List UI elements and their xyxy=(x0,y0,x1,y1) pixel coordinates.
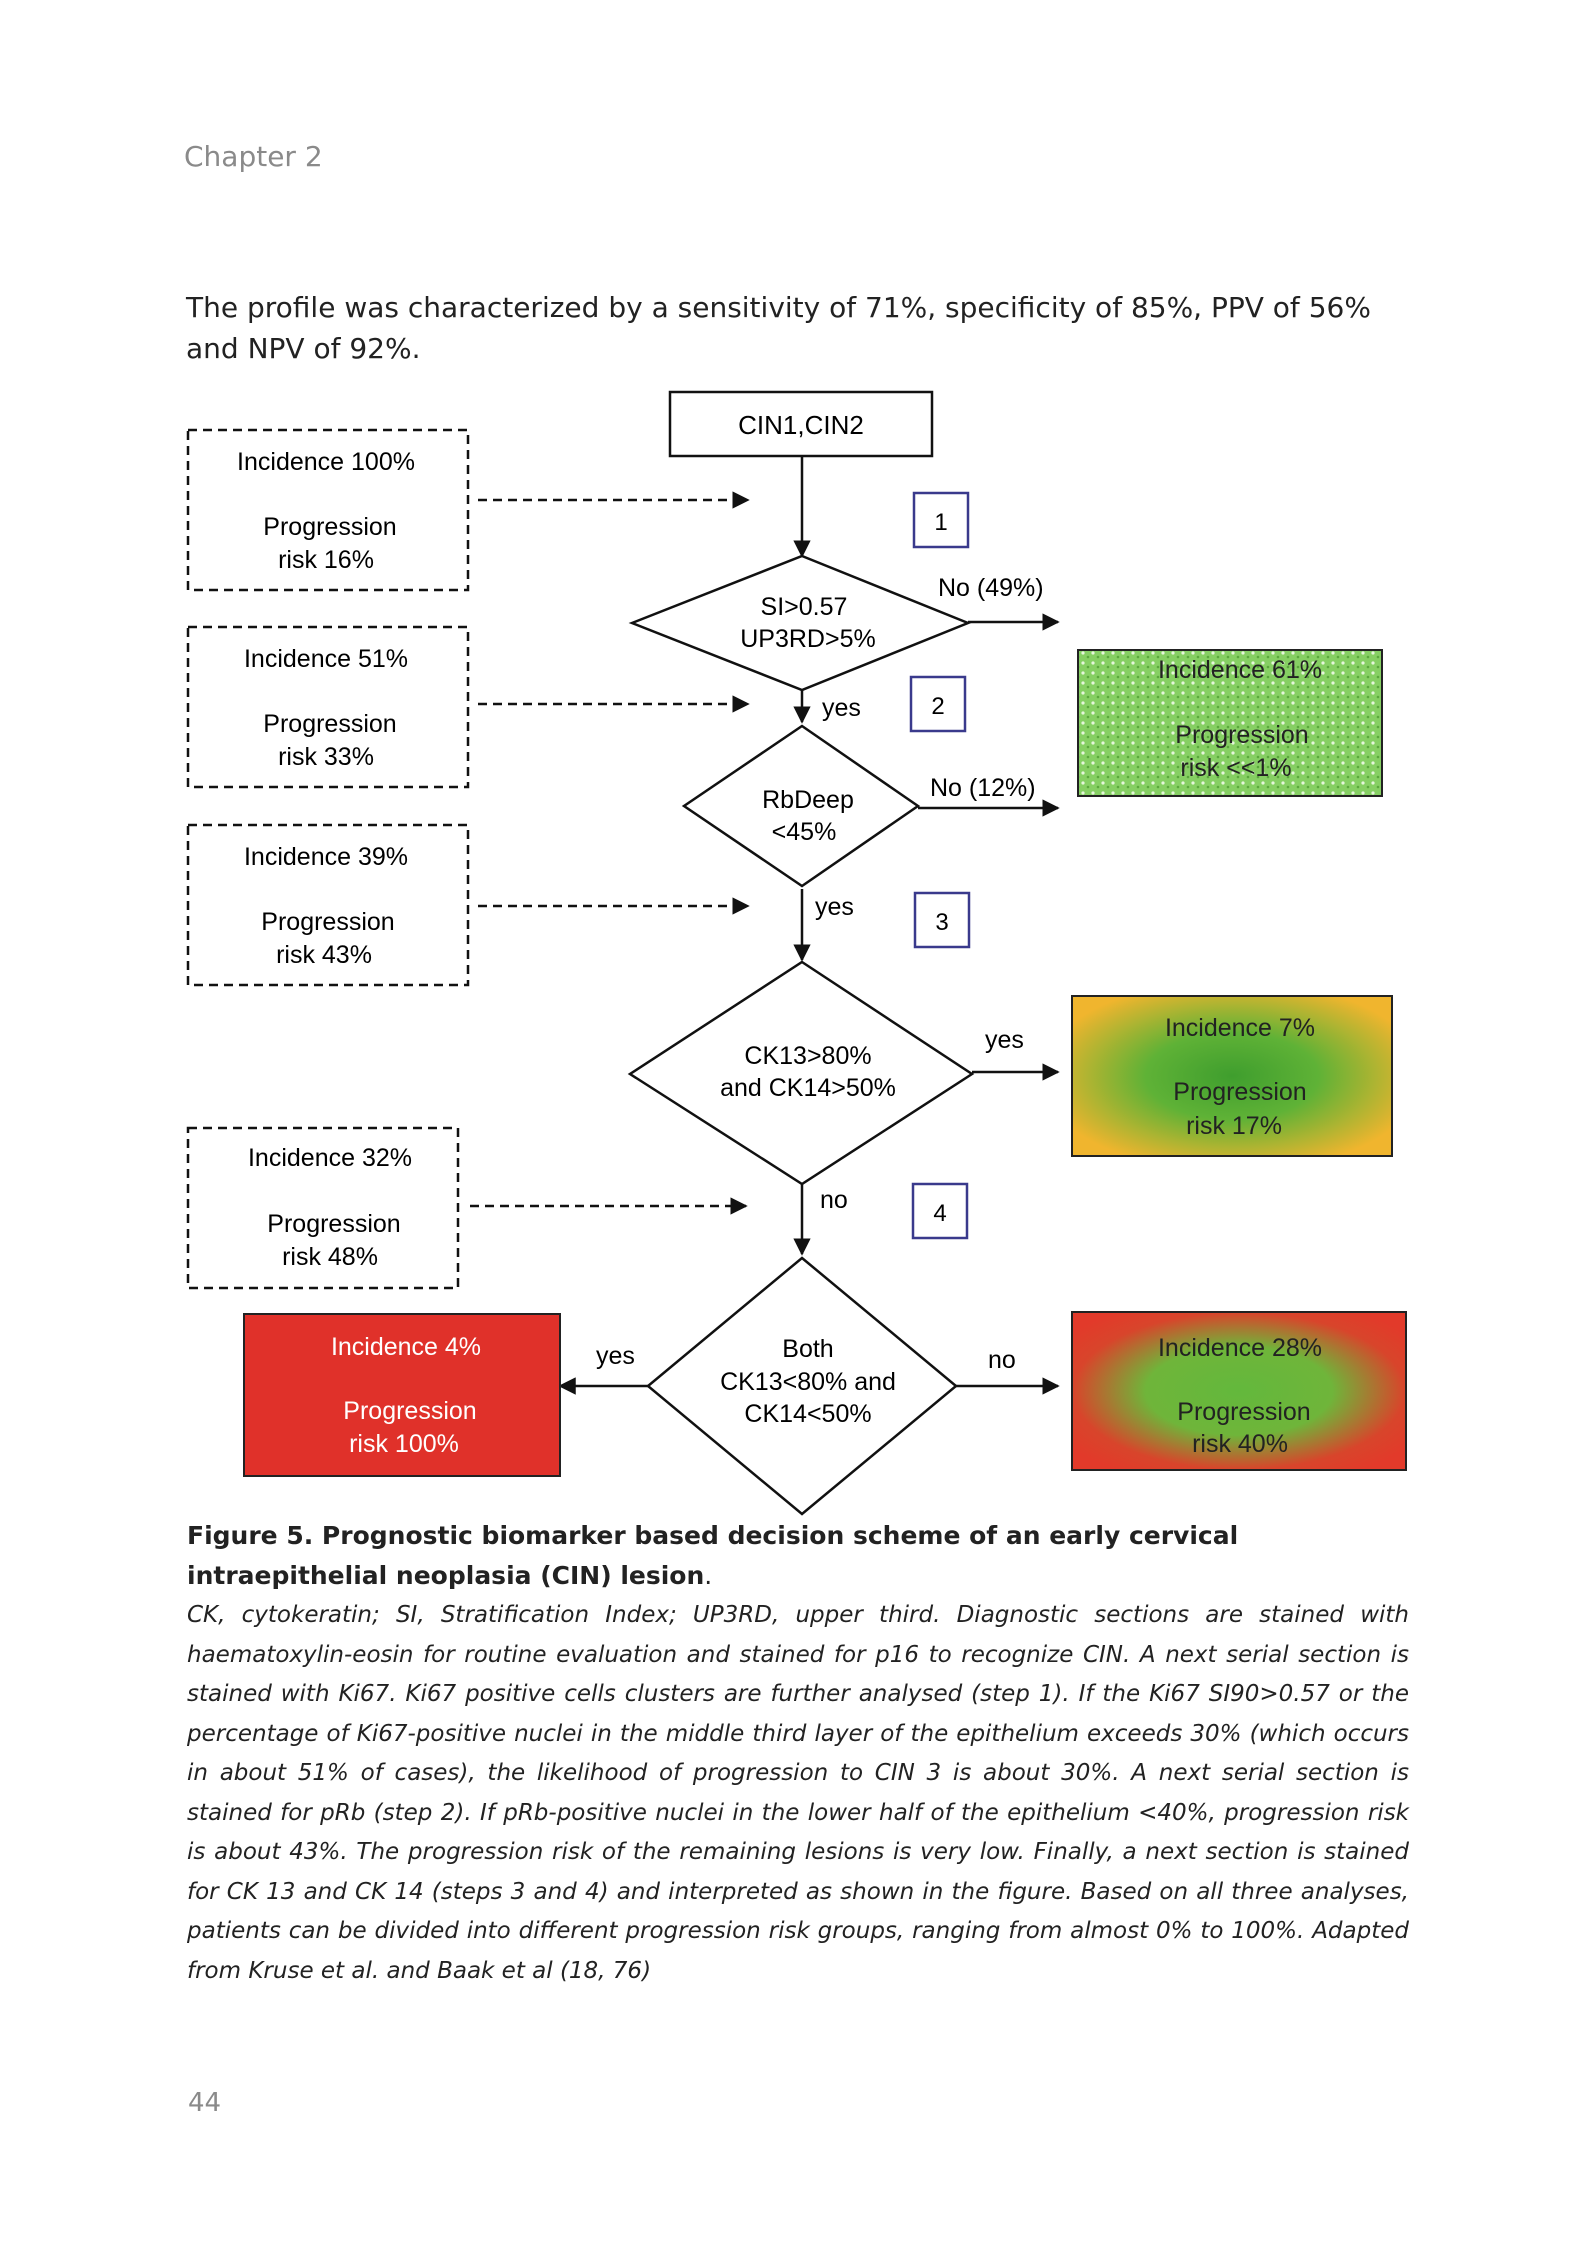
decision-1-line-1: SI>0.57 xyxy=(761,593,848,621)
outcome-green-incidence: Incidence 61% xyxy=(1158,656,1322,684)
decision-diamond-2 xyxy=(681,724,921,888)
decision-1-line-2: UP3RD>5% xyxy=(740,625,875,653)
left-box-1-incidence: Incidence 100% xyxy=(237,448,415,476)
caption-title-period: . xyxy=(704,1561,713,1590)
label-d3-yes: yes xyxy=(985,1026,1024,1054)
decision-3-line-1: CK13>80% xyxy=(744,1042,871,1070)
step-number-3: 3 xyxy=(935,909,948,936)
page-number: 44 xyxy=(188,2088,222,2118)
decision-2-line-2: <45% xyxy=(772,818,837,846)
step-box-2 xyxy=(909,675,967,733)
outcome-green-risk: risk <<1% xyxy=(1180,754,1291,782)
label-d1-no: No (49%) xyxy=(938,574,1044,602)
left-box-4-progression: Progression xyxy=(267,1210,400,1238)
outcome-redgreen-incidence: Incidence 28% xyxy=(1158,1334,1322,1362)
left-box-4: Incidence 32% Progression risk 48% xyxy=(186,1126,460,1290)
outcome-redgreen-risk: risk 40% xyxy=(1192,1430,1288,1458)
outcome-yellow-progression: Progression xyxy=(1173,1078,1306,1106)
left-box-4-incidence: Incidence 32% xyxy=(248,1144,412,1172)
step-box-3 xyxy=(913,891,971,949)
decision-flowchart: CIN1,CIN2 SI>0.57 UP3RD>5% RbDeep <45% C… xyxy=(186,390,1407,1516)
outcome-redgreen-progression: Progression xyxy=(1177,1398,1310,1426)
decision-4-line-3: CK14<50% xyxy=(744,1400,871,1428)
step-number-1: 1 xyxy=(934,509,947,536)
left-box-3: Incidence 39% Progression risk 43% xyxy=(186,823,470,987)
label-d4-no: no xyxy=(988,1346,1016,1374)
decision-3-line-2: and CK14>50% xyxy=(720,1074,896,1102)
left-box-2: Incidence 51% Progression risk 33% xyxy=(186,625,470,789)
decision-diamond-3 xyxy=(627,960,975,1186)
step-number-4: 4 xyxy=(933,1200,946,1227)
decision-diamond-4 xyxy=(646,1256,958,1516)
left-box-4-risk: risk 48% xyxy=(282,1243,378,1271)
left-box-1-progression: Progression xyxy=(263,513,396,541)
outcome-green-progression: Progression xyxy=(1175,721,1308,749)
decision-4-line-2: CK13<80% and xyxy=(720,1368,896,1396)
left-box-3-progression: Progression xyxy=(261,908,394,936)
decision-4-line-1: Both xyxy=(782,1335,833,1363)
label-d1-yes: yes xyxy=(822,694,861,722)
outcome-yellow-risk: risk 17% xyxy=(1186,1112,1282,1140)
chapter-header: Chapter 2 xyxy=(184,140,323,173)
start-label: CIN1,CIN2 xyxy=(738,410,864,440)
decision-diamond-1 xyxy=(628,554,972,692)
left-box-3-incidence: Incidence 39% xyxy=(244,843,408,871)
outcome-box-red: Incidence 4% Progression risk 100% xyxy=(243,1313,561,1477)
label-d2-yes: yes xyxy=(815,893,854,921)
outcome-box-redgreen: Incidence 28% Progression risk 40% xyxy=(1071,1311,1407,1471)
decision-2-line-1: RbDeep xyxy=(762,786,854,814)
outcome-box-green: Incidence 61% Progression risk <<1% xyxy=(1077,649,1383,797)
left-box-2-incidence: Incidence 51% xyxy=(244,645,408,673)
outcome-yellow-incidence: Incidence 7% xyxy=(1165,1014,1315,1042)
step-number-2: 2 xyxy=(931,693,944,720)
step-box-1 xyxy=(912,491,970,549)
outcome-box-yellow: Incidence 7% Progression risk 17% xyxy=(1071,995,1393,1157)
figure-caption: Figure 5. Prognostic biomarker based dec… xyxy=(187,1516,1409,1991)
caption-title: Figure 5. Prognostic biomarker based dec… xyxy=(187,1516,1409,1596)
left-box-2-risk: risk 33% xyxy=(278,743,374,771)
left-box-3-risk: risk 43% xyxy=(276,941,372,969)
label-d4-yes: yes xyxy=(596,1342,635,1370)
left-box-2-progression: Progression xyxy=(263,710,396,738)
outcome-red-incidence: Incidence 4% xyxy=(331,1333,481,1361)
left-box-1-risk: risk 16% xyxy=(278,546,374,574)
left-box-1: Incidence 100% Progression risk 16% xyxy=(186,428,470,592)
intro-paragraph: The profile was characterized by a sensi… xyxy=(186,291,1371,365)
label-d3-no: no xyxy=(820,1186,848,1214)
caption-body: CK, cytokeratin; SI, Stratification Inde… xyxy=(187,1602,1409,1984)
caption-title-text: Figure 5. Prognostic biomarker based dec… xyxy=(187,1521,1239,1590)
step-box-4 xyxy=(911,1182,969,1240)
start-box xyxy=(668,390,934,458)
label-d2-no: No (12%) xyxy=(930,774,1036,802)
outcome-red-risk: risk 100% xyxy=(349,1430,459,1458)
outcome-red-progression: Progression xyxy=(343,1397,476,1425)
